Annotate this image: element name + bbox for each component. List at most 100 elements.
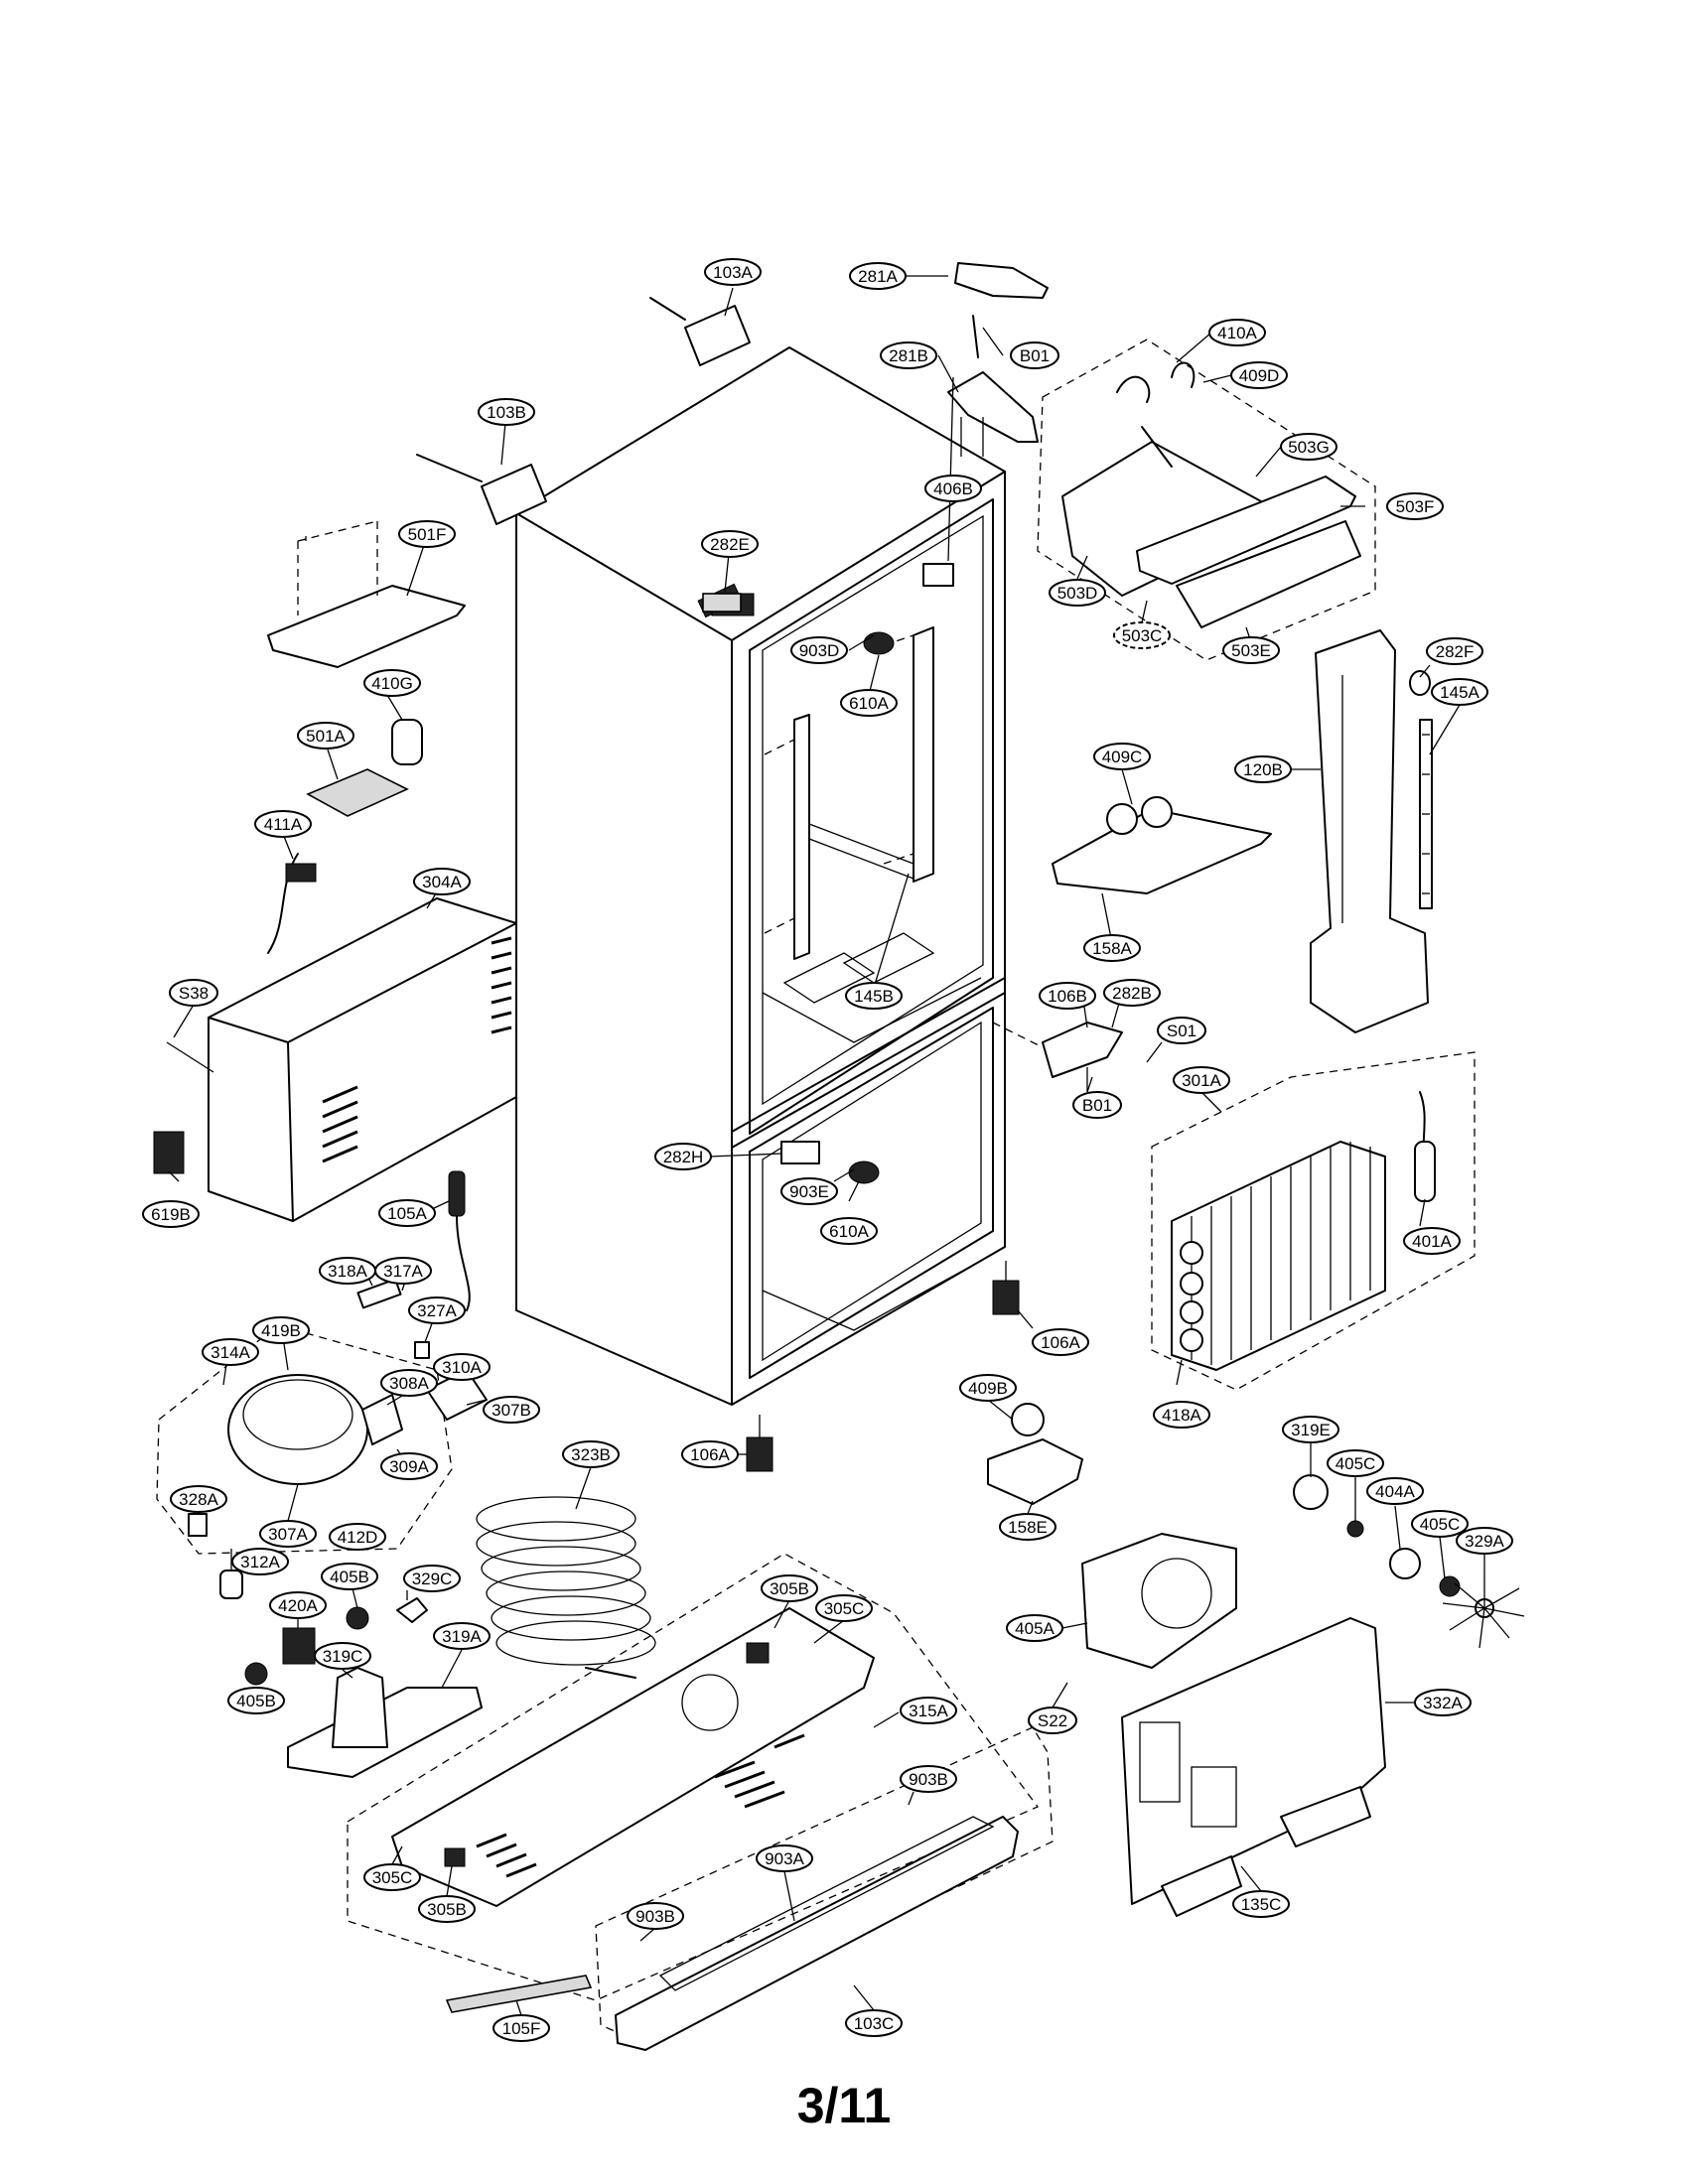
svg-text:281A: 281A bbox=[858, 267, 898, 286]
label-282F: 282F bbox=[1426, 637, 1483, 665]
svg-text:158E: 158E bbox=[1008, 1518, 1048, 1537]
label-106B: 106B bbox=[1039, 982, 1096, 1010]
svg-text:103A: 103A bbox=[713, 263, 753, 282]
sensor-610A-bot bbox=[848, 1160, 880, 1184]
svg-text:503C: 503C bbox=[1122, 626, 1163, 645]
leveling-foot-left bbox=[746, 1415, 774, 1472]
air-duct-120B bbox=[1310, 629, 1433, 1033]
label-405B-top: 405B bbox=[321, 1563, 378, 1590]
label-406B: 406B bbox=[924, 475, 982, 502]
cap-282F bbox=[1409, 670, 1431, 696]
svg-text:301A: 301A bbox=[1182, 1071, 1221, 1090]
label-501A: 501A bbox=[297, 722, 354, 750]
svg-text:501A: 501A bbox=[306, 727, 346, 746]
svg-text:329A: 329A bbox=[1465, 1532, 1504, 1551]
fan-shroud-405A bbox=[1081, 1533, 1237, 1669]
condenser-323B bbox=[476, 1496, 656, 1679]
svg-text:S01: S01 bbox=[1167, 1022, 1196, 1040]
label-404A: 404A bbox=[1366, 1477, 1424, 1505]
label-314A: 314A bbox=[202, 1338, 259, 1366]
label-282B: 282B bbox=[1103, 979, 1161, 1007]
svg-text:314A: 314A bbox=[211, 1343, 250, 1362]
svg-text:332A: 332A bbox=[1423, 1694, 1463, 1712]
label-106A-left: 106A bbox=[681, 1440, 739, 1468]
label-315A: 315A bbox=[900, 1697, 957, 1724]
label-307B: 307B bbox=[483, 1396, 540, 1424]
label-281A: 281A bbox=[849, 262, 907, 290]
svg-text:501F: 501F bbox=[408, 525, 447, 544]
leveling-foot-right bbox=[992, 1261, 1020, 1315]
svg-text:409B: 409B bbox=[968, 1379, 1008, 1398]
svg-text:903B: 903B bbox=[909, 1770, 948, 1789]
svg-text:409C: 409C bbox=[1102, 748, 1143, 766]
svg-text:405B: 405B bbox=[236, 1692, 276, 1710]
label-158E: 158E bbox=[999, 1513, 1056, 1541]
label-328A: 328A bbox=[170, 1485, 227, 1513]
label-410A: 410A bbox=[1208, 319, 1266, 346]
rear-panel-332A bbox=[1121, 1617, 1386, 1917]
label-503C: 503C bbox=[1113, 621, 1171, 649]
svg-text:310A: 310A bbox=[442, 1358, 482, 1377]
svg-text:106A: 106A bbox=[690, 1445, 730, 1464]
label-409D: 409D bbox=[1230, 361, 1288, 389]
svg-text:503F: 503F bbox=[1396, 497, 1435, 516]
svg-text:410G: 410G bbox=[371, 674, 413, 693]
label-501F: 501F bbox=[398, 520, 456, 548]
label-305B-top: 305B bbox=[761, 1574, 818, 1602]
label-282H: 282H bbox=[654, 1143, 712, 1170]
fan-motor-420A bbox=[244, 1597, 428, 1686]
svg-text:405C: 405C bbox=[1420, 1515, 1461, 1534]
svg-text:903E: 903E bbox=[789, 1182, 829, 1201]
label-317A: 317A bbox=[374, 1257, 432, 1285]
ptc-308A bbox=[361, 1394, 403, 1445]
label-332A: 332A bbox=[1414, 1689, 1472, 1716]
label-135C: 135C bbox=[1232, 1890, 1290, 1918]
svg-text:409D: 409D bbox=[1239, 366, 1280, 385]
label-410G: 410G bbox=[363, 669, 421, 697]
svg-text:610A: 610A bbox=[849, 694, 889, 713]
label-323B: 323B bbox=[562, 1440, 620, 1468]
label-301A: 301A bbox=[1173, 1066, 1230, 1094]
page-number: 3/11 bbox=[796, 2078, 892, 2133]
cap-406B bbox=[922, 563, 954, 587]
label-319A: 319A bbox=[433, 1622, 491, 1650]
label-412D: 412D bbox=[329, 1523, 386, 1551]
svg-text:327A: 327A bbox=[417, 1301, 457, 1320]
hinge-cover-103A bbox=[684, 305, 751, 366]
svg-text:503G: 503G bbox=[1288, 438, 1330, 457]
svg-text:323B: 323B bbox=[571, 1445, 611, 1464]
label-503D: 503D bbox=[1049, 579, 1106, 607]
svg-text:145A: 145A bbox=[1440, 683, 1479, 702]
label-309A: 309A bbox=[380, 1452, 438, 1480]
svg-text:305C: 305C bbox=[824, 1599, 865, 1618]
sensor-610A-top bbox=[863, 631, 895, 655]
label-305B-bot: 305B bbox=[418, 1895, 476, 1923]
label-405C-top: 405C bbox=[1327, 1449, 1384, 1477]
svg-text:418A: 418A bbox=[1162, 1406, 1201, 1425]
label-619B: 619B bbox=[142, 1200, 200, 1228]
label-319E: 319E bbox=[1282, 1416, 1339, 1443]
label-307A: 307A bbox=[259, 1520, 317, 1548]
top-hinge-281B bbox=[947, 371, 1039, 443]
label-318A: 318A bbox=[319, 1257, 376, 1285]
relay-410G bbox=[391, 719, 423, 765]
svg-text:135C: 135C bbox=[1241, 1895, 1282, 1914]
bracket-619B bbox=[153, 1131, 185, 1174]
svg-text:282E: 282E bbox=[710, 535, 750, 554]
label-103C: 103C bbox=[845, 2009, 903, 2037]
label-312A: 312A bbox=[231, 1548, 289, 1575]
label-903E: 903E bbox=[780, 1177, 838, 1205]
label-120B: 120B bbox=[1234, 755, 1292, 783]
svg-text:145B: 145B bbox=[854, 987, 894, 1006]
label-319C: 319C bbox=[314, 1642, 371, 1670]
label-145B: 145B bbox=[845, 982, 903, 1010]
svg-text:319E: 319E bbox=[1291, 1421, 1331, 1439]
label-329A: 329A bbox=[1456, 1527, 1513, 1555]
fan-blade-329A bbox=[1442, 1569, 1525, 1649]
cap-282E bbox=[702, 593, 742, 613]
svg-text:420A: 420A bbox=[278, 1596, 318, 1615]
svg-text:S22: S22 bbox=[1038, 1711, 1067, 1730]
label-903B-top: 903B bbox=[900, 1765, 957, 1793]
svg-text:318A: 318A bbox=[328, 1262, 367, 1281]
svg-text:307B: 307B bbox=[492, 1401, 531, 1420]
